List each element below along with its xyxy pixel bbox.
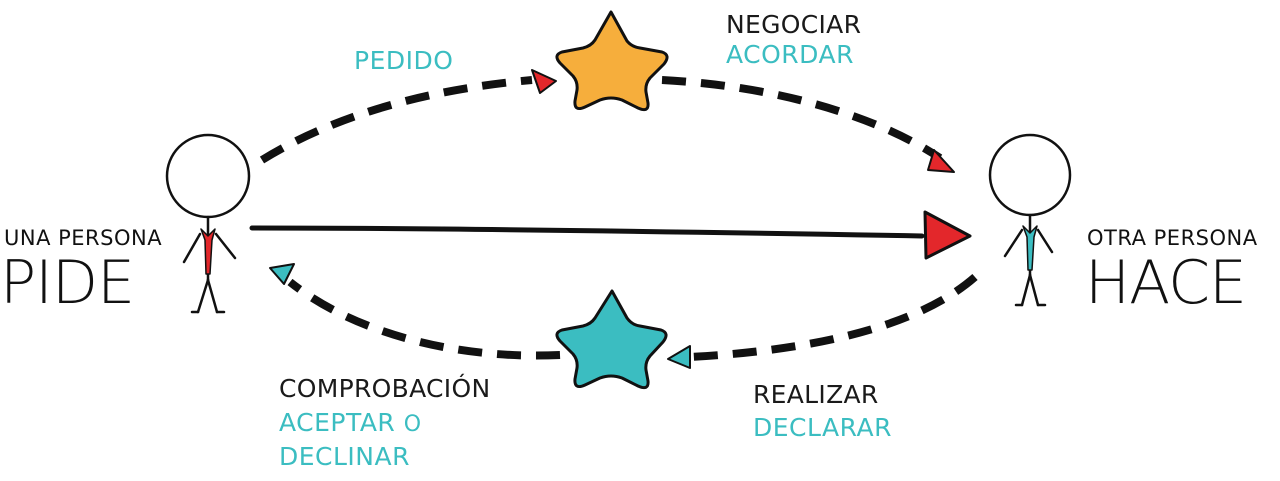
performer-action-label: HACE [1085, 248, 1247, 318]
negotiate-arrowhead [927, 149, 955, 173]
main-solid-arrow [249, 225, 925, 239]
check-step-label: COMPROBACIÓN [279, 374, 491, 403]
or-connector: O [403, 412, 422, 437]
requester-head [165, 133, 251, 219]
negotiate-dashed-arrow [661, 76, 943, 162]
agree-step-label: ACORDAR [726, 40, 854, 69]
request-dashed-arrow [259, 76, 533, 164]
request-arrowhead [531, 69, 557, 94]
requester-role-label: UNA PERSONA [4, 226, 163, 250]
check-arrowhead [269, 263, 295, 285]
performer-teal-tie [1022, 225, 1038, 271]
requester-action-label: PIDE [0, 248, 135, 318]
check-dashed-arrow [287, 278, 561, 360]
perform-step-label: REALIZAR [753, 380, 879, 409]
main-arrowhead [923, 210, 972, 260]
performer-head [988, 133, 1072, 217]
negotiate-star-icon [555, 10, 669, 112]
perform-dashed-arrow [689, 273, 978, 361]
accept-text: ACEPTAR [279, 408, 396, 437]
request-step-label: PEDIDO [354, 46, 454, 75]
requester-red-tie [200, 228, 216, 275]
performer-stick-figure [988, 133, 1072, 307]
decline-step-label: DECLINAR [279, 442, 410, 471]
performer-role-label: OTRA PERSONA [1087, 226, 1258, 250]
requester-stick-figure [165, 133, 251, 314]
accept-step-label: ACEPTAR O [279, 410, 422, 436]
perform-star-icon [555, 289, 668, 390]
negotiate-step-label: NEGOCIAR [726, 10, 862, 39]
perform-arrowhead [667, 345, 691, 369]
declare-step-label: DECLARAR [753, 413, 892, 442]
